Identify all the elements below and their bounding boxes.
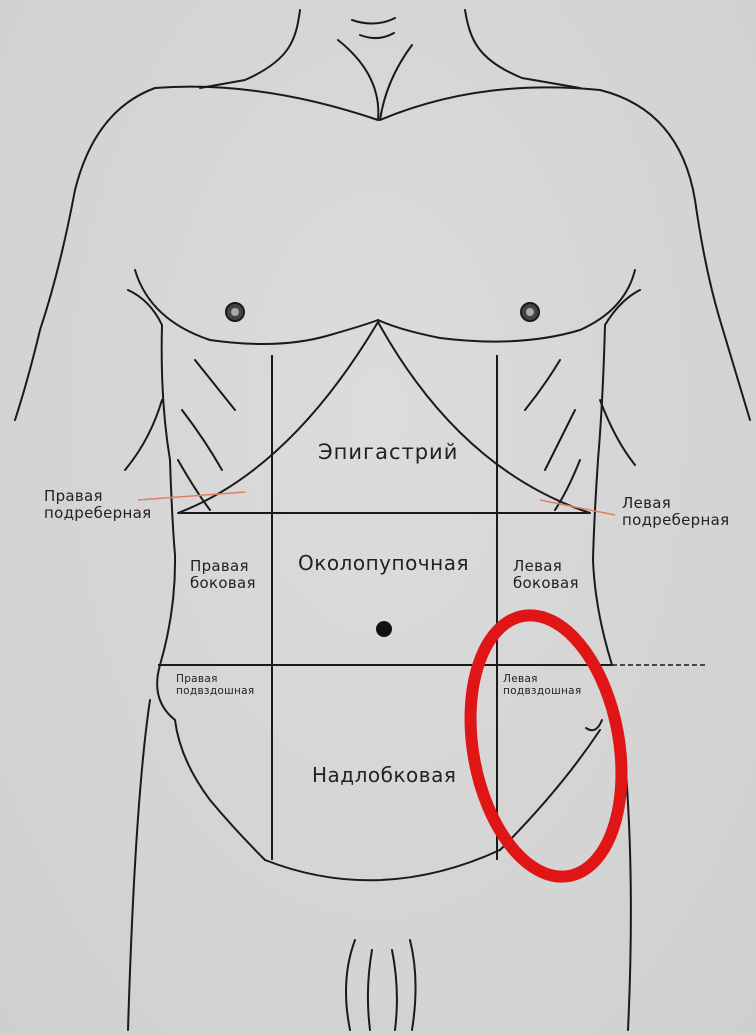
nipple-icons (226, 303, 539, 321)
right-hypochondriac-pointer (138, 492, 245, 500)
left-iliac-label: Левая подвздошная (503, 673, 582, 697)
rib-mark-l2 (182, 410, 222, 470)
left-clavicle (155, 87, 378, 120)
genital-mid-right (392, 950, 397, 1030)
right-clavicle (380, 87, 600, 120)
right-iliac-label: Правая подвздошная (176, 673, 255, 697)
neck-right-outline (465, 10, 580, 88)
right-armpit (605, 290, 640, 325)
rib-mark-l1 (195, 360, 235, 410)
navel-dot (376, 621, 392, 637)
left-pectoral (135, 270, 378, 344)
right-pectoral (378, 270, 635, 342)
neck-left-outline (200, 10, 300, 88)
genital-left (346, 940, 355, 1030)
hypogastric-label: Надлобковая (312, 764, 456, 787)
left-leg (128, 700, 150, 1030)
left-hypochondriac-label: Левая подреберная (622, 495, 729, 530)
throat-mark-2 (360, 33, 394, 38)
genital-mid-left (368, 950, 372, 1030)
left-costal-margin (178, 322, 378, 513)
right-costal-margin (378, 322, 590, 513)
genital-right (410, 940, 416, 1030)
right-arm-inner (600, 400, 635, 465)
right-shoulder-arm (600, 90, 750, 420)
rib-mark-r3 (555, 460, 580, 510)
collar-center (338, 40, 378, 120)
rib-mark-r2 (545, 410, 575, 470)
right-torso-side (593, 325, 612, 665)
rib-mark-r1 (525, 360, 560, 410)
right-leg (625, 760, 631, 1030)
right-hypochondriac-label: Правая подреберная (44, 488, 151, 523)
left-torso-side (160, 325, 175, 665)
right-inguinal-line (500, 730, 600, 850)
left-lateral-label: Левая боковая (513, 558, 579, 593)
umbilical-label: Околопупочная (298, 552, 469, 575)
highlight-circle (451, 603, 641, 888)
epigastric-label: Эпигастрий (318, 440, 458, 464)
rib-mark-l3 (178, 460, 210, 510)
throat-mark (352, 18, 395, 24)
lower-abdomen-curve (265, 850, 500, 880)
left-arm-inner (125, 400, 162, 470)
right-hip-hook (586, 720, 602, 730)
left-shoulder-arm (15, 88, 155, 420)
right-lateral-label: Правая боковая (190, 558, 256, 593)
